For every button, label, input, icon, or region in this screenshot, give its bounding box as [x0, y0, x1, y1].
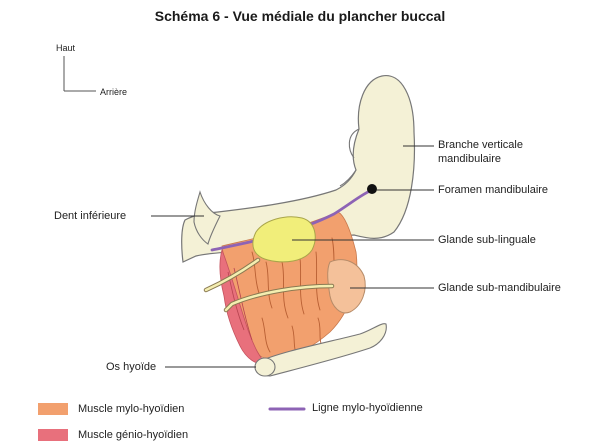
- sublingual-gland: [252, 216, 316, 263]
- legend-text-genio-hyoidien: Muscle génio-hyoïdien: [78, 429, 189, 441]
- legend-text-mylo-hyoidien: Muscle mylo-hyoïdien: [78, 403, 185, 415]
- orientation-indicator: [63, 56, 96, 92]
- legend-mylo-hyoidien: Muscle mylo-hyoïdien: [38, 403, 184, 415]
- label-os-hyoide: Os hyoïde: [106, 361, 157, 373]
- legend-swatch-mylo-hyoidien: [38, 403, 68, 415]
- label-dent-inferieure: Dent inférieure: [54, 210, 127, 222]
- label-branche-verticale: Branche verticale mandibulaire: [438, 138, 523, 166]
- label-glande-sub-linguale: Glande sub-linguale: [438, 234, 536, 246]
- label-branche-line1: Branche verticale: [438, 139, 523, 151]
- legend-genio-hyoidien: Muscle génio-hyoïdien: [38, 429, 188, 441]
- ramus-notch-detail: [339, 128, 360, 187]
- mandibular-foramen-dot: [367, 184, 377, 194]
- label-foramen-mandibulaire: Foramen mandibulaire: [438, 184, 549, 196]
- legend-swatch-genio-hyoidien: [38, 429, 68, 441]
- mylo-hyoid-line: [210, 188, 374, 252]
- legend-ligne-mylo-hyoidienne: Ligne mylo-hyoïdienne: [312, 402, 423, 414]
- label-glande-sub-mandibulaire: Glande sub-mandibulaire: [438, 282, 561, 294]
- legend-text-ligne-mylo-hyoidienne: Ligne mylo-hyoïdienne: [312, 402, 423, 414]
- orientation-up-label: Haut: [56, 43, 76, 53]
- lower-tooth: [193, 190, 221, 245]
- orientation-back-label: Arrière: [100, 87, 128, 97]
- label-branche-line2: mandibulaire: [438, 153, 501, 165]
- hyoid-body: [254, 357, 276, 377]
- leader-lines: [151, 145, 434, 368]
- diagram-title: Schéma 6 - Vue médiale du plancher bucca…: [154, 8, 446, 24]
- hyoid-bone: [257, 323, 387, 377]
